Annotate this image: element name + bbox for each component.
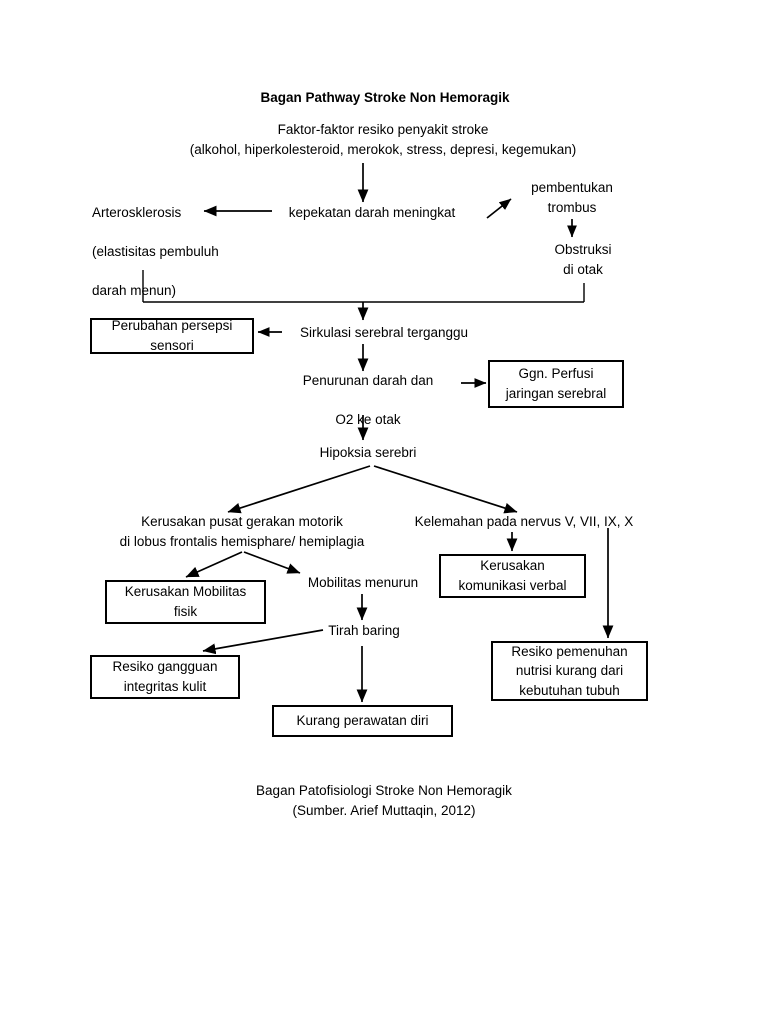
node-kerusakan-pusat-gerakan-motorik: Kerusakan pusat gerakan motorik di lobus… <box>119 514 365 549</box>
node-kerusakan-mobilitas-fisik: Kerusakan Mobilitas fisik <box>105 580 266 624</box>
node-kerusakan-komunikasi-verbal: Kerusakan komunikasi verbal <box>439 554 586 598</box>
edge-kepekatan-to-trombus <box>486 198 512 219</box>
node-resiko-gangguan-integritas-kulit: Resiko gangguan integritas kulit <box>90 655 240 699</box>
node-resiko-pemenuhan-nutrisi: Resiko pemenuhan nutrisi kurang dari keb… <box>491 641 648 701</box>
node-hipoksia-serebri: Hipoksia serebri <box>319 445 417 460</box>
node-mobilitas-menurun: Mobilitas menurun <box>307 575 419 590</box>
node-kelemahan-nervus: Kelemahan pada nervus V, VII, IX, X <box>414 514 634 529</box>
node-obstruksi-di-otak: Obstruksi di otak <box>554 242 612 277</box>
edge-hipoksia-to-nervus <box>373 465 518 514</box>
edge-hipoksia-to-motorik <box>227 465 371 514</box>
edge-tirah-to-integritaskulit <box>202 629 324 655</box>
node-perubahan-persepsi-sensori: Perubahan persepsi sensori <box>90 318 254 354</box>
node-kepekatan-darah: kepekatan darah meningkat <box>288 205 456 220</box>
node-pembentukan-trombus: pembentukan trombus <box>531 180 613 215</box>
edge-motorik-to-mobilitasfisik <box>185 551 243 578</box>
node-sirkulasi-serebral-terganggu: Sirkulasi serebral terganggu <box>299 325 469 340</box>
figure-caption: Bagan Patofisiologi Stroke Non Hemoragik… <box>256 783 512 818</box>
edge-motorik-to-mobilitasmenurun <box>243 551 301 574</box>
node-aterosklerosis: Arterosklerosis (elastisitas pembuluh da… <box>92 205 219 299</box>
node-penurunan-darah: Penurunan darah dan O2 ke otak <box>302 373 434 428</box>
node-kurang-perawatan-diri: Kurang perawatan diri <box>272 705 453 737</box>
node-ggn-perfusi: Ggn. Perfusi jaringan serebral <box>488 360 624 408</box>
node-risk-factors: Faktor-faktor resiko penyakit stroke (al… <box>189 122 577 157</box>
page-title: Bagan Pathway Stroke Non Hemoragik <box>260 90 510 105</box>
node-tirah-baring: Tirah baring <box>328 623 400 638</box>
